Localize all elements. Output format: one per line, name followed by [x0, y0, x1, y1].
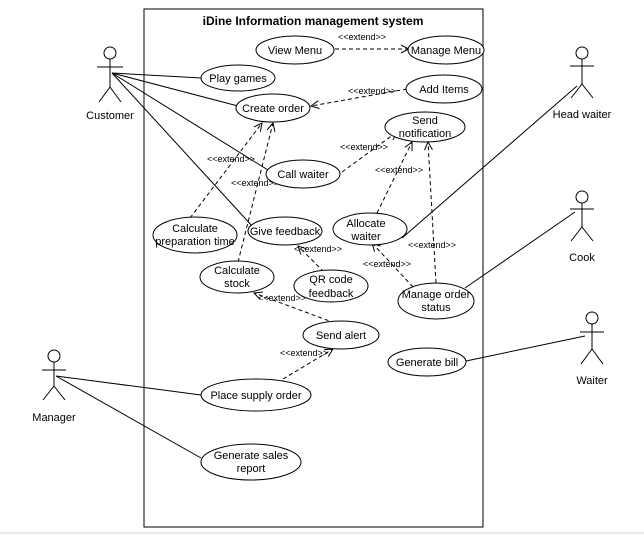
extend-label: <<extend>> — [408, 240, 456, 250]
extend-call-waiter-to-notification — [341, 132, 397, 173]
use-case-play-games[interactable]: Play games — [200, 64, 276, 92]
extend-label: <<extend>> — [338, 32, 386, 42]
actor-waiter[interactable] — [580, 311, 604, 365]
use-case-qr-code-feedback[interactable]: QR code feedback — [293, 269, 369, 303]
use-case-calculate-preparation-time[interactable]: Calculate preparation time — [152, 216, 238, 254]
use-case-create-order[interactable]: Create order — [235, 93, 311, 123]
use-case-generate-bill-label: Generate bill — [396, 357, 458, 369]
use-case-manage-status-label-1: Manage order — [402, 289, 471, 301]
assoc-manager-generate-sales — [55, 375, 202, 459]
use-case-play-games-label: Play games — [209, 73, 267, 85]
use-case-generate-sales-label-2: report — [237, 463, 266, 475]
use-case-qr-feedback-label-2: feedback — [309, 288, 354, 300]
extend-qr-to-give-feedback — [298, 246, 325, 273]
use-case-give-feedback[interactable]: Give feedback — [247, 216, 323, 246]
extend-label: <<extend>> — [294, 244, 342, 254]
use-case-allocate-waiter-label-2: waiter — [350, 231, 381, 243]
extend-manage-status-to-notification — [428, 142, 437, 284]
actor-cook-label: Cook — [569, 252, 595, 264]
use-case-send-notification-label-1: Send — [412, 115, 438, 127]
use-case-give-feedback-label: Give feedback — [250, 226, 321, 238]
assoc-head-waiter-allocate — [401, 85, 578, 239]
use-case-qr-feedback-label-1: QR code — [309, 274, 352, 286]
actor-waiter-label: Waiter — [576, 375, 608, 387]
actor-head-waiter[interactable] — [570, 46, 594, 99]
system-title: iDine Information management system — [203, 14, 424, 28]
use-case-add-items-label: Add Items — [419, 84, 469, 96]
extend-label: <<extend>> — [258, 293, 306, 303]
use-case-calc-prep-label-1: Calculate — [172, 223, 218, 235]
actor-head-waiter-label: Head waiter — [553, 109, 612, 121]
extend-label: <<extend>> — [363, 259, 411, 269]
extend-manage-status-to-allocate — [372, 243, 414, 288]
extend-supply-to-send-alert — [282, 349, 333, 380]
use-case-send-notification-label-2: notification — [399, 128, 452, 140]
actor-manager-label: Manager — [32, 412, 76, 424]
extend-label: <<extend>> — [280, 348, 328, 358]
assoc-customer-create-order — [111, 72, 239, 107]
use-case-view-menu[interactable]: View Menu — [255, 35, 335, 65]
extend-label: <<extend>> — [375, 165, 423, 175]
use-case-manage-menu-label: Manage Menu — [411, 45, 481, 57]
extend-calc-stock-to-create-order — [237, 123, 273, 263]
extend-relations — [189, 49, 437, 380]
use-case-generate-sales-label-1: Generate sales — [214, 450, 289, 462]
use-case-generate-bill[interactable]: Generate bill — [387, 347, 467, 377]
use-case-create-order-label: Create order — [242, 103, 304, 115]
use-case-calc-prep-label-2: preparation time — [155, 236, 235, 248]
use-case-add-items[interactable]: Add Items — [405, 74, 483, 104]
use-case-calc-stock-label-2: stock — [224, 278, 250, 290]
use-case-manage-order-status[interactable]: Manage order status — [397, 282, 475, 320]
use-case-send-alert-label: Send alert — [316, 330, 366, 342]
use-case-generate-sales-report[interactable]: Generate sales report — [200, 443, 302, 481]
actor-customer[interactable] — [97, 46, 123, 103]
extend-labels: <<extend>> <<extend>> <<extend>> <<exten… — [207, 32, 456, 358]
extend-alert-to-calc-stock — [254, 293, 336, 324]
use-case-calc-stock-label-1: Calculate — [214, 265, 260, 277]
assoc-customer-play-games — [111, 72, 202, 79]
associations — [55, 72, 586, 459]
assoc-customer-call-waiter — [111, 72, 269, 171]
actor-customer-label: Customer — [86, 110, 134, 122]
use-case-place-supply-order[interactable]: Place supply order — [200, 378, 312, 412]
extend-add-items-to-create-order — [311, 88, 408, 106]
extend-label: <<extend>> — [348, 86, 396, 96]
use-case-calculate-stock[interactable]: Calculate stock — [199, 260, 275, 294]
assoc-cook-manage-status — [464, 211, 576, 289]
system-boundary — [143, 8, 484, 528]
extend-allocate-to-notification — [376, 142, 412, 214]
use-case-call-waiter[interactable]: Call waiter — [265, 159, 341, 189]
actor-cook[interactable] — [570, 190, 594, 242]
extend-label: <<extend>> — [340, 142, 388, 152]
assoc-manager-place-supply — [55, 375, 202, 396]
actor-manager[interactable] — [42, 349, 66, 401]
extend-calc-prep-to-create-order — [189, 123, 262, 219]
use-case-manage-status-label-2: status — [421, 302, 451, 314]
extend-label: <<extend>> — [207, 154, 255, 164]
use-case-send-notification[interactable]: Send notification — [384, 111, 466, 143]
assoc-waiter-generate-bill — [465, 335, 586, 362]
use-case-place-supply-order-label: Place supply order — [210, 390, 301, 402]
use-case-view-menu-label: View Menu — [268, 45, 322, 57]
use-case-call-waiter-label: Call waiter — [277, 169, 329, 181]
assoc-customer-give-feedback — [111, 72, 254, 228]
extend-label: <<extend>> — [231, 178, 279, 188]
use-case-allocate-waiter-label-1: Allocate — [346, 218, 385, 230]
use-case-send-alert[interactable]: Send alert — [302, 320, 380, 350]
use-case-manage-menu[interactable]: Manage Menu — [407, 35, 485, 65]
use-case-allocate-waiter[interactable]: Allocate waiter — [332, 212, 408, 246]
